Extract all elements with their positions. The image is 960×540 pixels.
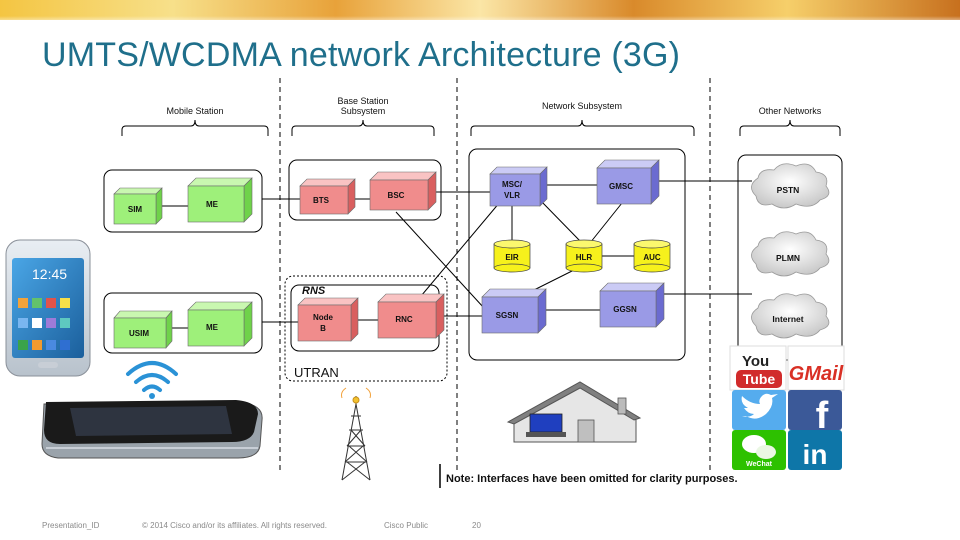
ms-bottom-frame — [103, 292, 263, 354]
facebook-logo: f — [788, 390, 842, 437]
svg-text:HLR: HLR — [576, 253, 593, 262]
node-me-top: ME — [187, 177, 253, 223]
footer-classification: Cisco Public — [384, 521, 429, 530]
link-msc-hlr — [539, 199, 583, 244]
svg-text:twitter: twitter — [759, 426, 762, 429]
svg-text:AUC: AUC — [643, 253, 661, 262]
cloud-pstn: PSTN — [751, 163, 830, 209]
node-ggsn: GGSN — [599, 282, 665, 328]
svg-text:GGSN: GGSN — [613, 305, 637, 314]
svg-text:PLMN: PLMN — [776, 253, 800, 263]
node-eir: EIR — [493, 239, 531, 273]
svg-text:in: in — [803, 439, 828, 470]
svg-text:ME: ME — [206, 200, 219, 209]
note-text: Note: Interfaces have been omitted for c… — [446, 473, 738, 485]
cloud-internet: Internet — [751, 293, 830, 339]
svg-text:GMSC: GMSC — [609, 182, 633, 191]
link-bsc-sggsn-cross — [395, 211, 485, 309]
ms-top-frame — [103, 169, 263, 233]
svg-text:Tube: Tube — [743, 371, 776, 387]
svg-text:SGSN: SGSN — [496, 311, 519, 320]
utran-frame — [284, 275, 448, 382]
house-icon — [506, 381, 642, 443]
iphone — [41, 400, 263, 459]
brace-mobile-station — [121, 119, 269, 136]
svg-text:PSTN: PSTN — [777, 185, 800, 195]
node-hlr: HLR — [565, 239, 603, 273]
svg-text:EIR: EIR — [505, 253, 519, 262]
top-banner — [0, 0, 960, 20]
svg-text:MSC/: MSC/ — [502, 180, 523, 189]
node-sim: SIM — [113, 187, 163, 225]
radio-tower-icon — [341, 387, 371, 481]
svg-text:Node: Node — [313, 313, 334, 322]
svg-text:f: f — [816, 395, 829, 437]
node-me-bottom: ME — [187, 301, 253, 347]
svg-text:B: B — [320, 324, 326, 333]
node-usim: USIM — [113, 310, 173, 349]
wechat-logo: WeChat — [732, 430, 786, 470]
node-bts: BTS — [299, 178, 356, 215]
svg-text:VLR: VLR — [504, 191, 520, 200]
twitter-logo: twitter — [732, 390, 786, 430]
gmail-logo: GMail — [787, 345, 845, 391]
section-mobile-station: Mobile Station — [166, 106, 223, 116]
svg-text:BTS: BTS — [313, 196, 330, 205]
svg-text:USIM: USIM — [129, 329, 149, 338]
node-auc: AUC — [633, 239, 671, 273]
node-msc-vlr: MSC/ VLR — [489, 166, 548, 207]
node-gmsc: GMSC — [596, 159, 660, 205]
section-base-station-line2: Subsystem — [341, 106, 386, 116]
svg-text:You: You — [742, 353, 769, 370]
section-braces — [121, 119, 841, 136]
link-rnc-msc-cross — [415, 201, 501, 303]
svg-text:ME: ME — [206, 323, 219, 332]
utran-label: UTRAN — [294, 365, 339, 380]
svg-text:Internet: Internet — [772, 314, 803, 324]
node-sgsn: SGSN — [481, 288, 547, 334]
bss-frame — [288, 159, 442, 221]
node-bsc: BSC — [369, 171, 437, 211]
youtube-logo: You Tube — [729, 345, 787, 391]
section-base-station-line1: Base Station — [337, 96, 388, 106]
section-other-networks: Other Networks — [759, 106, 822, 116]
linkedin-logo: in — [788, 430, 842, 470]
footer-presentation-id: Presentation_ID — [42, 521, 100, 530]
brace-base-station — [291, 119, 435, 136]
phone-clock: 12:45 — [32, 266, 67, 282]
core-frame — [468, 148, 686, 361]
svg-text:BSC: BSC — [388, 191, 405, 200]
node-rnc: RNC — [377, 293, 445, 339]
footer-page-number: 20 — [472, 521, 481, 530]
rns-label: RNS — [302, 285, 326, 297]
cloud-plmn: PLMN — [751, 231, 830, 277]
svg-text:WeChat: WeChat — [746, 461, 773, 468]
node-node-b: Node B — [297, 297, 359, 342]
svg-text:RNC: RNC — [395, 315, 413, 324]
svg-text:SIM: SIM — [128, 205, 143, 214]
link-gmsc-hlr — [589, 202, 623, 244]
section-separators — [279, 78, 711, 470]
android-phone: 12:45 — [5, 239, 91, 377]
svg-text:GMail: GMail — [789, 363, 844, 385]
section-network-subsystem: Network Subsystem — [542, 101, 622, 111]
slide-title: UMTS/WCDMA network Architecture (3G) — [42, 36, 681, 74]
wifi-icon — [126, 361, 178, 399]
brace-network-subsystem — [470, 119, 695, 136]
top-banner-fade — [0, 16, 960, 26]
footer-copyright: © 2014 Cisco and/or its affiliates. All … — [142, 521, 327, 530]
brace-other-networks — [739, 119, 841, 136]
